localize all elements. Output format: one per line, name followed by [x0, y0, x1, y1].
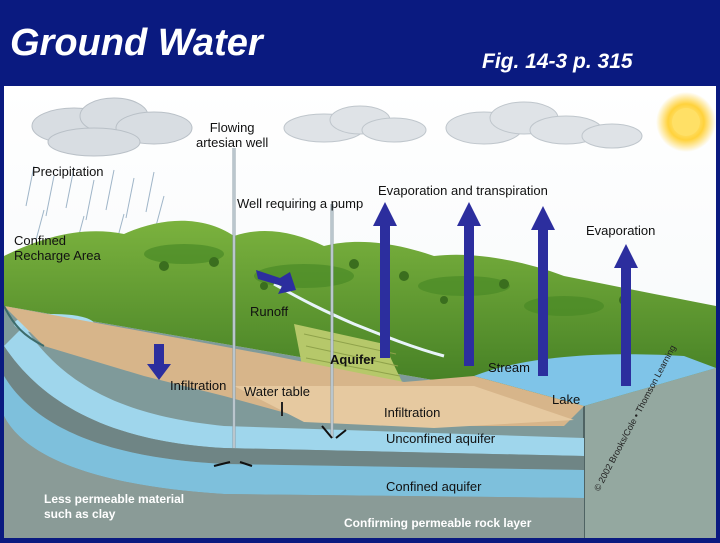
label-unconfined-aquifer: Unconfined aquifer — [386, 431, 496, 446]
clay-layer — [4, 346, 584, 470]
confined-aquifer — [4, 376, 584, 498]
label-water-table: Water table — [244, 384, 310, 399]
slide-title: Ground Water — [10, 22, 263, 64]
sand-layer — [234, 386, 574, 428]
label-aquifer: Aquifer — [330, 352, 376, 367]
rain-icon — [25, 165, 165, 247]
label-flowing-artesian-well: Flowing artesian well — [196, 120, 269, 150]
flow-arrow-left-icon — [213, 425, 347, 467]
evaporation-arrow-1-icon — [373, 202, 397, 358]
label-lake: Lake — [552, 392, 581, 407]
cloud-left-icon — [31, 97, 193, 157]
stream — [273, 282, 445, 358]
label-confined-aquifer: Confined aquifer — [386, 479, 482, 494]
label-evaporation: Evaporation — [586, 223, 656, 238]
evaporation-arrow-4-icon — [614, 244, 638, 386]
sun-icon — [656, 92, 716, 152]
evaporation-arrow-2-icon — [457, 202, 481, 366]
cloud-right-icon — [445, 101, 643, 149]
infiltration-arrow-left-icon — [147, 344, 171, 380]
label-infiltration-right: Infiltration — [384, 405, 441, 420]
label-confined-recharge-area: Confined Recharge Area — [14, 233, 101, 263]
figure-reference: Fig. 14-3 p. 315 — [482, 50, 633, 73]
label-runoff: Runoff — [250, 304, 289, 319]
label-precipitation: Precipitation — [32, 164, 104, 179]
unconfined-aquifer — [4, 326, 584, 456]
slide-header: Ground Water Fig. 14-3 p. 315 — [0, 0, 720, 86]
label-confining-layer: Confirming permeable rock layer — [344, 516, 532, 530]
label-stream: Stream — [488, 360, 530, 375]
label-infiltration-left: Infiltration — [170, 378, 227, 393]
cloud-center-icon — [283, 105, 427, 143]
lower-rock — [4, 416, 584, 538]
groundwater-diagram: Flowing artesian well Precipitation Well… — [3, 86, 716, 538]
diagram-illustration — [3, 86, 716, 538]
label-well-requiring-pump: Well requiring a pump — [237, 196, 364, 211]
lake — [474, 354, 716, 406]
bedrock-side — [584, 368, 716, 538]
label-less-permeable-material: Less permeable material such as clay — [44, 492, 185, 521]
label-evaporation-transpiration: Evaporation and transpiration — [378, 183, 548, 198]
evaporation-arrow-3-icon — [531, 206, 555, 376]
runoff-arrow-icon — [256, 270, 296, 294]
